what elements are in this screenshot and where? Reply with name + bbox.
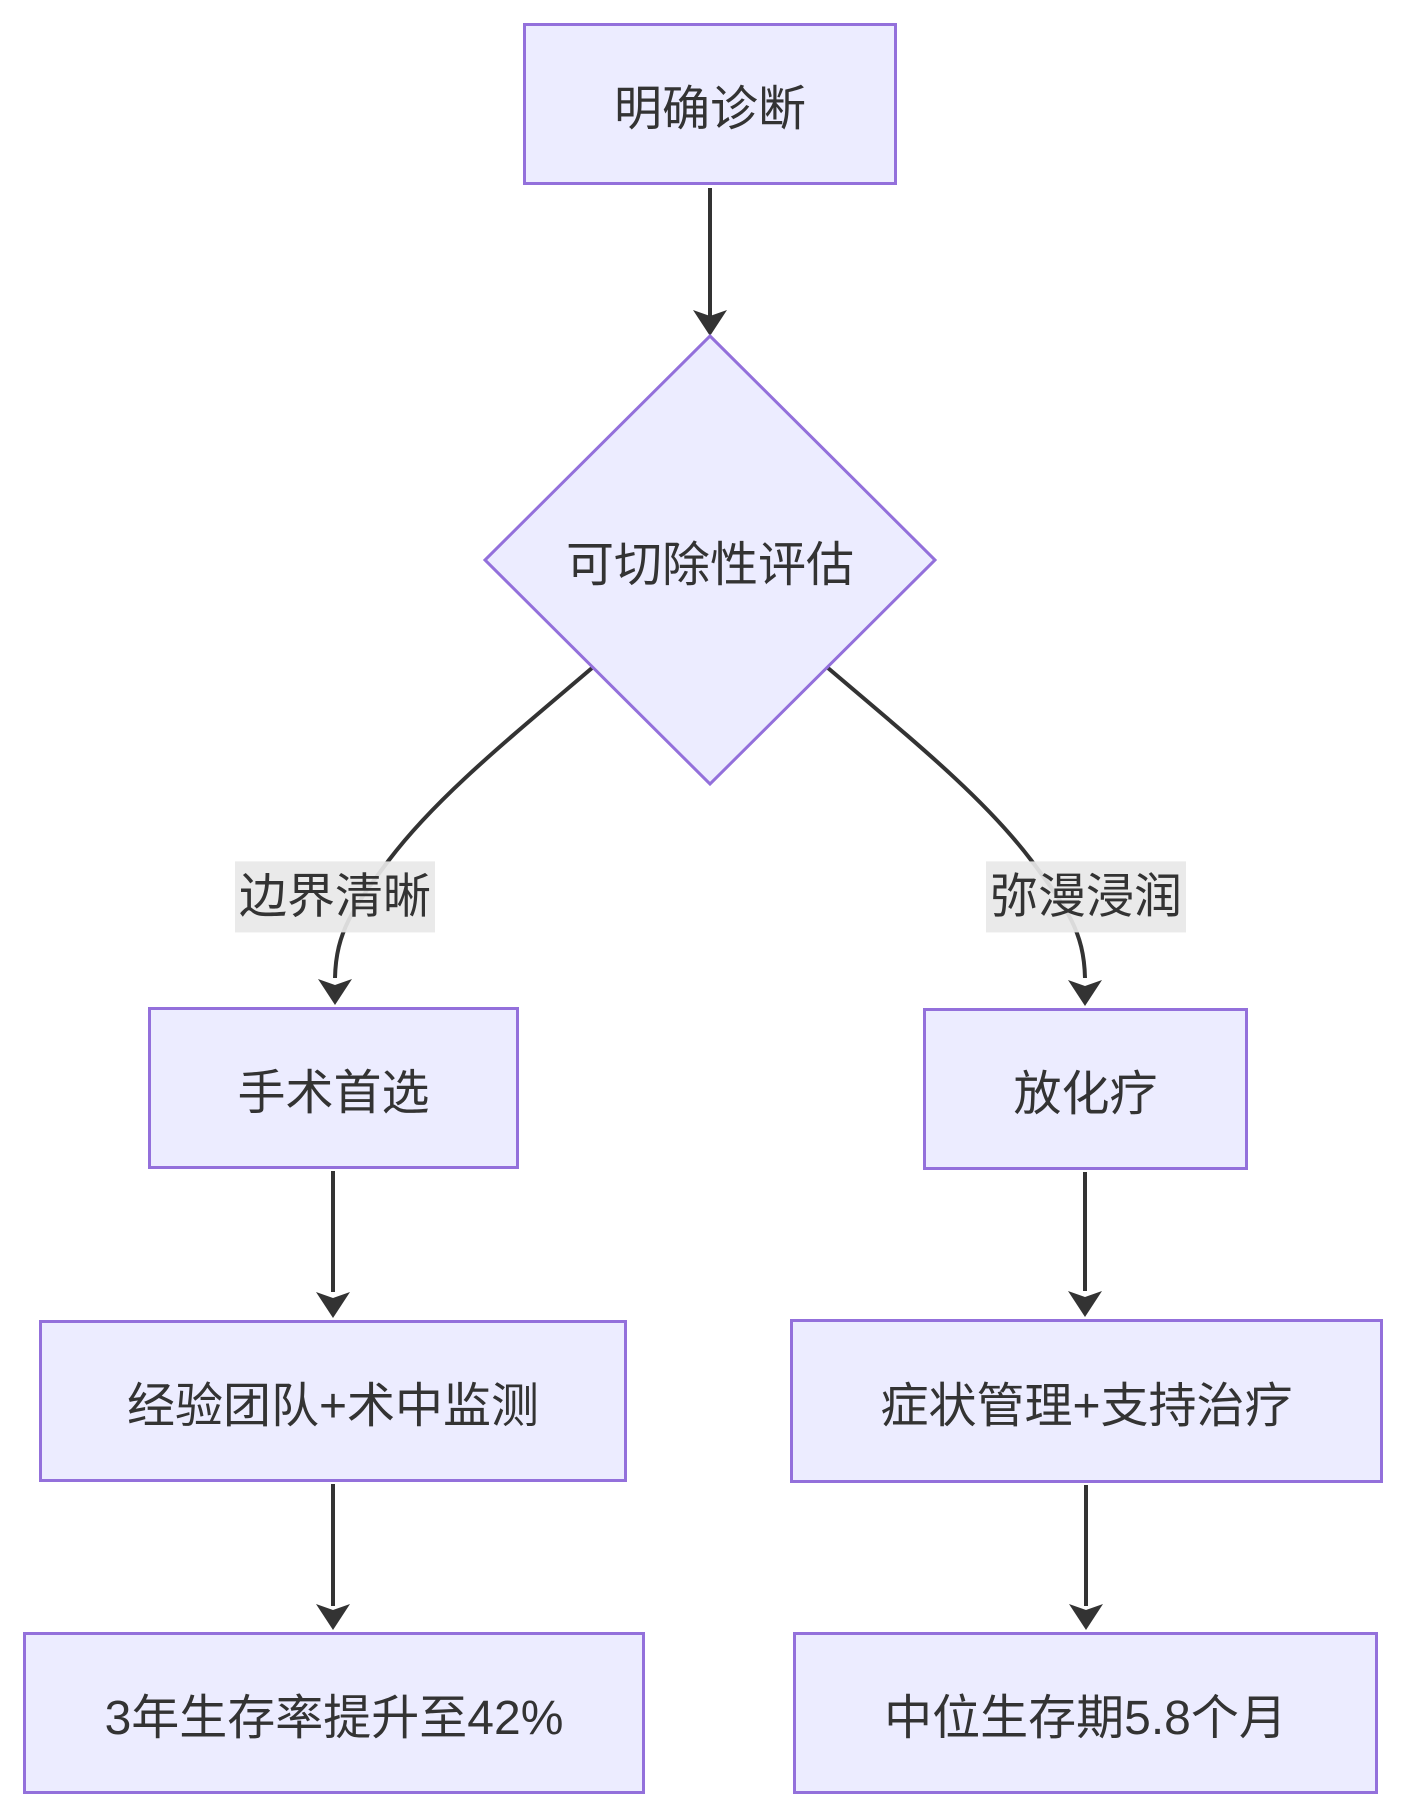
arrowhead-to-symptom <box>1068 1291 1102 1317</box>
node-team-monitoring: 经验团队+术中监测 <box>39 1320 627 1482</box>
edge-resectability-to-chemoradiotherapy <box>826 666 1087 979</box>
arrowhead-to-survival <box>316 1604 350 1630</box>
arrowhead-to-chemoradiotherapy <box>1068 980 1102 1006</box>
resectability-diamond-shape <box>482 333 938 787</box>
node-resectability-label: 可切除性评估 <box>565 539 855 592</box>
edge-resectability-to-surgery <box>333 666 594 979</box>
arrowhead-to-resectability <box>693 310 727 336</box>
arrowhead-to-surgery <box>318 979 352 1005</box>
arrowhead-to-median <box>1069 1604 1103 1630</box>
node-median-survival: 中位生存期5.8个月 <box>793 1632 1378 1794</box>
edge-label-diffuse-infiltration: 弥漫浸润 <box>985 861 1187 933</box>
node-diagnosis: 明确诊断 <box>523 23 897 185</box>
node-surgery-first: 手术首选 <box>148 1007 519 1169</box>
edge-label-clear-boundary: 边界清晰 <box>234 861 436 933</box>
node-chemoradiotherapy: 放化疗 <box>923 1008 1248 1170</box>
arrowhead-to-team <box>316 1292 350 1318</box>
node-survival-rate: 3年生存率提升至42% <box>23 1632 645 1794</box>
node-symptom-management: 症状管理+支持治疗 <box>790 1319 1383 1483</box>
